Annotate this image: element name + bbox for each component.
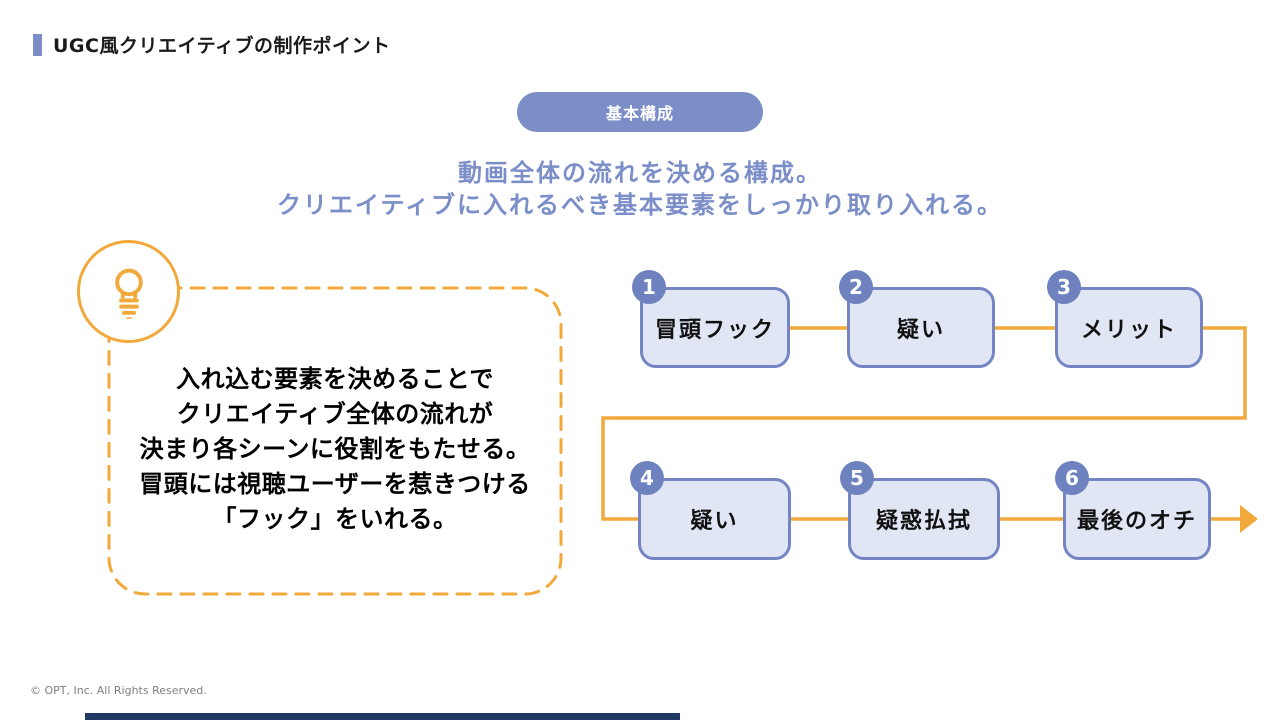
- flow-arrow-icon: [1240, 505, 1258, 533]
- page-title: UGC風クリエイティブの制作ポイント: [53, 35, 391, 57]
- flow-step-box-1: 冒頭フック: [640, 287, 790, 368]
- note-line: クリエイティブ全体の流れが: [176, 400, 494, 428]
- copyright-text: © OPT, Inc. All Rights Reserved.: [30, 684, 207, 697]
- subtitle: 動画全体の流れを決める構成。 クリエイティブに入れるべき基本要素をしっかり取り入…: [0, 157, 1280, 221]
- step-number-badge-3: 3: [1047, 270, 1081, 304]
- flow-step-box-2: 疑い: [847, 287, 995, 368]
- step-number-badge-6: 6: [1055, 461, 1089, 495]
- note-line: 決まり各シーンに役割をもたせる。: [139, 435, 531, 463]
- note-line: 入れ込む要素を決めることで: [176, 365, 494, 393]
- subtitle-line-2: クリエイティブに入れるべき基本要素をしっかり取り入れる。: [276, 191, 1004, 219]
- step-number-badge-1: 1: [632, 270, 666, 304]
- idea-circle: [77, 240, 180, 343]
- footer-bar: [85, 713, 680, 720]
- step-number-badge-4: 4: [630, 461, 664, 495]
- note-dashed-box: [107, 286, 563, 596]
- note-line: 「フック」をいれる。: [212, 505, 458, 533]
- flow-step-box-6: 最後のオチ: [1063, 478, 1211, 560]
- note-text: 入れ込む要素を決めることで クリエイティブ全体の流れが 決まり各シーンに役割をも…: [113, 362, 557, 537]
- header: UGC風クリエイティブの制作ポイント: [33, 31, 390, 58]
- section-badge: 基本構成: [517, 92, 763, 132]
- subtitle-line-1: 動画全体の流れを決める構成。: [458, 159, 822, 187]
- title-accent-bar: [33, 33, 42, 56]
- flow-step-box-3: メリット: [1055, 287, 1203, 368]
- step-number-badge-2: 2: [839, 270, 873, 304]
- flow-step-box-4: 疑い: [638, 478, 791, 560]
- flow-step-box-5: 疑惑払拭: [848, 478, 1000, 560]
- note-line: 冒頭には視聴ユーザーを惹きつける: [139, 470, 531, 498]
- step-number-badge-5: 5: [840, 461, 874, 495]
- lightbulb-icon: [114, 268, 143, 319]
